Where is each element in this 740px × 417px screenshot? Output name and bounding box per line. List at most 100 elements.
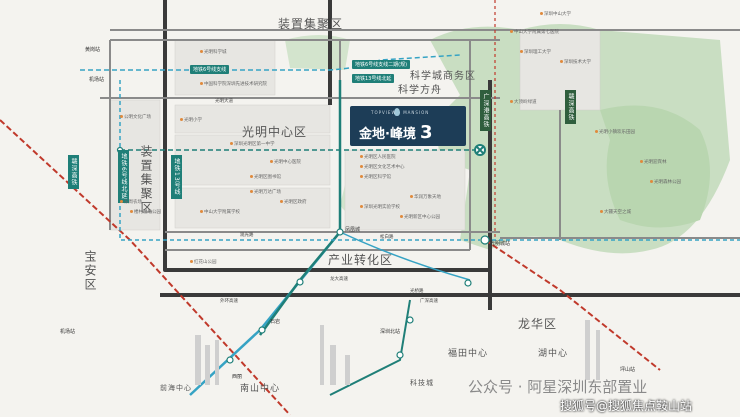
station-airport-south: 机场站 bbox=[60, 329, 76, 335]
road-guangqiao: 光桥路 bbox=[410, 289, 424, 294]
poi-item: 光明中心医院 bbox=[270, 160, 301, 166]
tag-ganshen: 赣深高铁 bbox=[68, 155, 79, 189]
green-area-east bbox=[600, 105, 710, 228]
zone-label-longhua: 龙华区 bbox=[518, 317, 558, 331]
zone-label-zhuangbei-left: 装置集聚区 bbox=[139, 145, 153, 215]
building-5 bbox=[205, 345, 210, 385]
tag-ganshen-east: 赣深高铁 bbox=[565, 90, 576, 124]
poi-item: 光明小学 bbox=[180, 118, 202, 124]
poi-item: 光明区科学馆 bbox=[360, 175, 391, 181]
building-2 bbox=[345, 355, 350, 385]
station-dot-5 bbox=[406, 316, 414, 324]
station-dot-7 bbox=[480, 235, 490, 245]
place-lake: 湖中心 bbox=[538, 349, 569, 359]
poi-item: 中国科学院深圳先进技术研究院 bbox=[200, 82, 267, 88]
poi-item: 光明区文化艺术中心 bbox=[360, 165, 405, 171]
station-fenghuang: 凤凰城 bbox=[345, 227, 361, 233]
road-guangshen-exp: 广深高速 bbox=[420, 299, 438, 304]
poi-item: 光明新区中心公园 bbox=[400, 215, 440, 221]
building-7 bbox=[585, 320, 590, 380]
road-xueyuan: 光明大道 bbox=[215, 99, 233, 104]
building-1 bbox=[330, 345, 336, 385]
place-nanshan: 南山中心 bbox=[240, 384, 281, 394]
highway-west bbox=[163, 0, 360, 272]
tag-guangshen: 广深港高铁 bbox=[480, 90, 491, 131]
station-guangmingcheng: 光明城站 bbox=[490, 241, 511, 247]
building-8 bbox=[596, 330, 600, 380]
place-futian: 福田中心 bbox=[448, 349, 489, 359]
poi-item: 深圳光明区第一中学 bbox=[230, 142, 275, 148]
zone-label-kexuefangzhou: 科学方舟 bbox=[398, 85, 442, 96]
poi-item: 大顶岭绿道 bbox=[510, 100, 537, 106]
zone-label-guangming: 光明中心区 bbox=[242, 125, 308, 139]
poi-item: 深圳技术大学 bbox=[560, 60, 591, 66]
building-4 bbox=[195, 335, 201, 385]
metro-line6-main bbox=[189, 231, 341, 396]
poi-item: 深圳理工大学 bbox=[520, 50, 551, 56]
station-dot-3 bbox=[258, 326, 266, 334]
poi-item: 红花山公园 bbox=[190, 260, 217, 266]
tag-line6-phase2: 地铁6号线支线二期(规) bbox=[352, 60, 411, 69]
metro-ring bbox=[119, 80, 480, 241]
poi-item: 华润万象天地 bbox=[410, 195, 441, 201]
metro-line-southwest bbox=[339, 231, 471, 281]
poi-item: 中山大学附属学校 bbox=[200, 210, 240, 216]
watermark-sohu: 搜狐号@搜狐焦点鞍山站 bbox=[560, 399, 693, 413]
road-guanguang: 观光路 bbox=[240, 233, 254, 238]
zone-label-kexuecheng: 科学城商务区 bbox=[410, 71, 476, 82]
tag-line13: 地铁13号线 bbox=[171, 155, 182, 199]
project-number: 3 bbox=[419, 122, 433, 143]
droplet-icon bbox=[394, 108, 400, 116]
poi-item: 深圳中山大学 bbox=[540, 12, 571, 18]
tag-line6-ext: 地铁6号线支线 bbox=[190, 65, 230, 74]
poi-item: 光明区图书馆 bbox=[250, 175, 281, 181]
place-tech-city: 科技城 bbox=[410, 379, 434, 387]
poi-item: 大疆天空之城 bbox=[600, 210, 631, 216]
station-dot-2 bbox=[296, 278, 304, 286]
poi-item: 光明科学城 bbox=[200, 50, 227, 56]
poi-item: 深圳光明实验学校 bbox=[360, 205, 400, 211]
zone-label-baoan: 宝安区 bbox=[83, 250, 97, 292]
rail-guangshen bbox=[484, 239, 661, 371]
project-name-text: 金地·峰境 bbox=[359, 127, 416, 142]
station-dot-6 bbox=[396, 351, 404, 359]
place-qianhai: 前海中心 bbox=[160, 384, 192, 392]
project-name-en: TOPVIEW · MANSION bbox=[371, 110, 430, 115]
poi-item: 光明森林公园 bbox=[650, 180, 681, 186]
poi-item: 光明迎宾林 bbox=[640, 160, 667, 166]
poi-item: 光明万达广场 bbox=[250, 190, 281, 196]
road-songbai: 松白路 bbox=[380, 235, 394, 240]
road-longda: 龙大高速 bbox=[330, 277, 348, 282]
station-airport: 机场站 bbox=[89, 77, 105, 83]
zone-label-zhuangbei-top: 装置集聚区 bbox=[278, 17, 344, 31]
poi-item: 中山大学附属第七医院 bbox=[510, 30, 559, 36]
tag-line13-north: 地铁13号线北延 bbox=[352, 74, 395, 83]
building-6 bbox=[215, 340, 219, 385]
station-dot-1 bbox=[336, 228, 344, 236]
tag-line6-north: 地铁6号线北延 bbox=[118, 150, 129, 203]
project-marker bbox=[474, 144, 486, 156]
poi-item: 光明区人民医院 bbox=[360, 155, 396, 161]
poi-item: 光明区政府 bbox=[280, 200, 307, 206]
station-xili: 西丽 bbox=[232, 374, 243, 380]
station-shiyan: 石岩 bbox=[270, 319, 281, 325]
station-dot-8 bbox=[464, 279, 472, 287]
road-shenwai: 外环高速 bbox=[220, 299, 238, 304]
block-7 bbox=[519, 29, 601, 111]
station-huanggang: 黄岗站 bbox=[85, 47, 101, 53]
metro-line6 bbox=[80, 54, 461, 71]
poi-item: 楼村湿地公园 bbox=[130, 210, 161, 216]
poi-item: 光明小镇欢乐田园 bbox=[595, 130, 635, 136]
metro-line-south bbox=[329, 299, 411, 396]
green-area-north bbox=[285, 35, 350, 70]
poi-item: 东周农场 bbox=[120, 200, 142, 206]
station-shenzhen-north: 深圳北站 bbox=[380, 329, 401, 335]
building-3 bbox=[320, 325, 324, 385]
metro-line13 bbox=[258, 80, 342, 336]
poi-item: 公明文化广场 bbox=[120, 115, 151, 121]
watermark-official-account: 公众号 · 阿星深圳东部置业 bbox=[468, 378, 648, 396]
zone-label-chanye: 产业转化区 bbox=[328, 253, 394, 267]
